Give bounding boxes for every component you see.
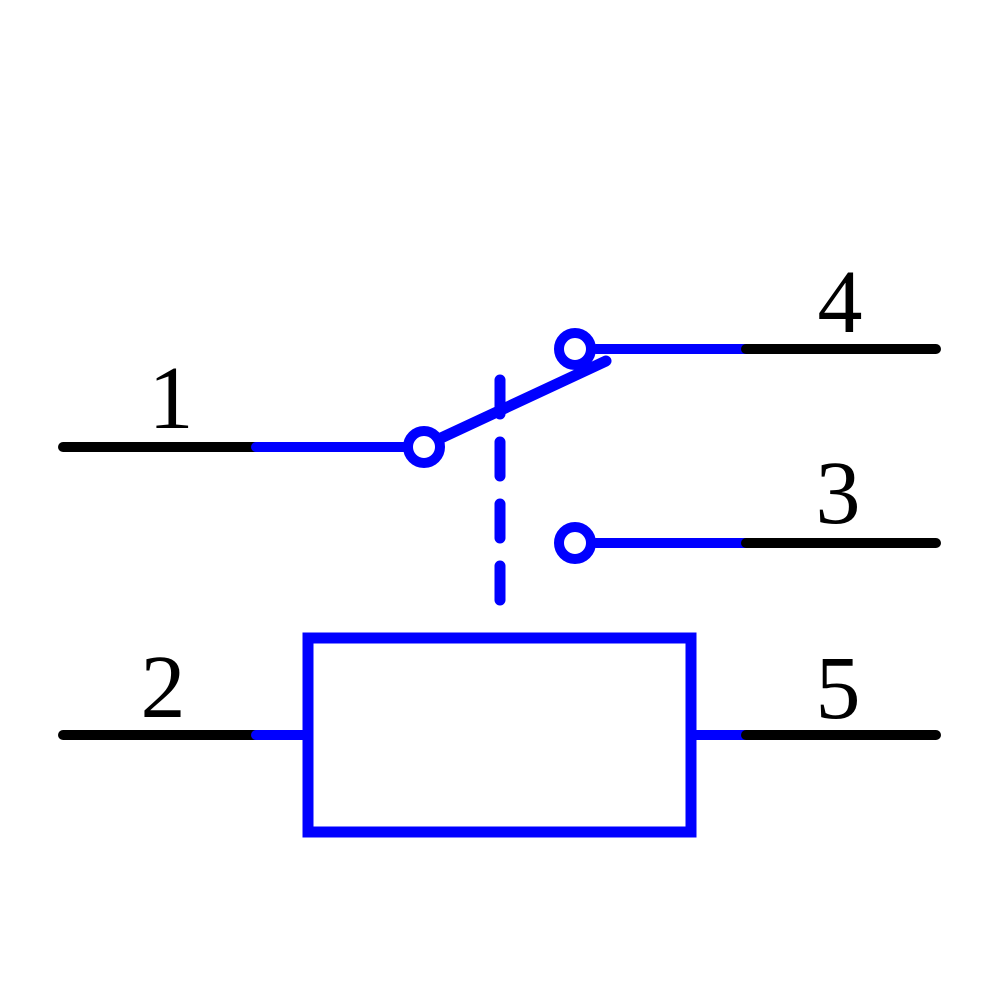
switch-arm [435, 355, 612, 444]
pin1-label: 1 [149, 349, 194, 448]
common-contact-circle [403, 426, 445, 468]
pin5-label: 5 [816, 639, 861, 738]
pin4-label: 4 [818, 253, 863, 352]
pin3-label: 3 [816, 444, 861, 543]
pin2-label: 2 [141, 638, 186, 737]
